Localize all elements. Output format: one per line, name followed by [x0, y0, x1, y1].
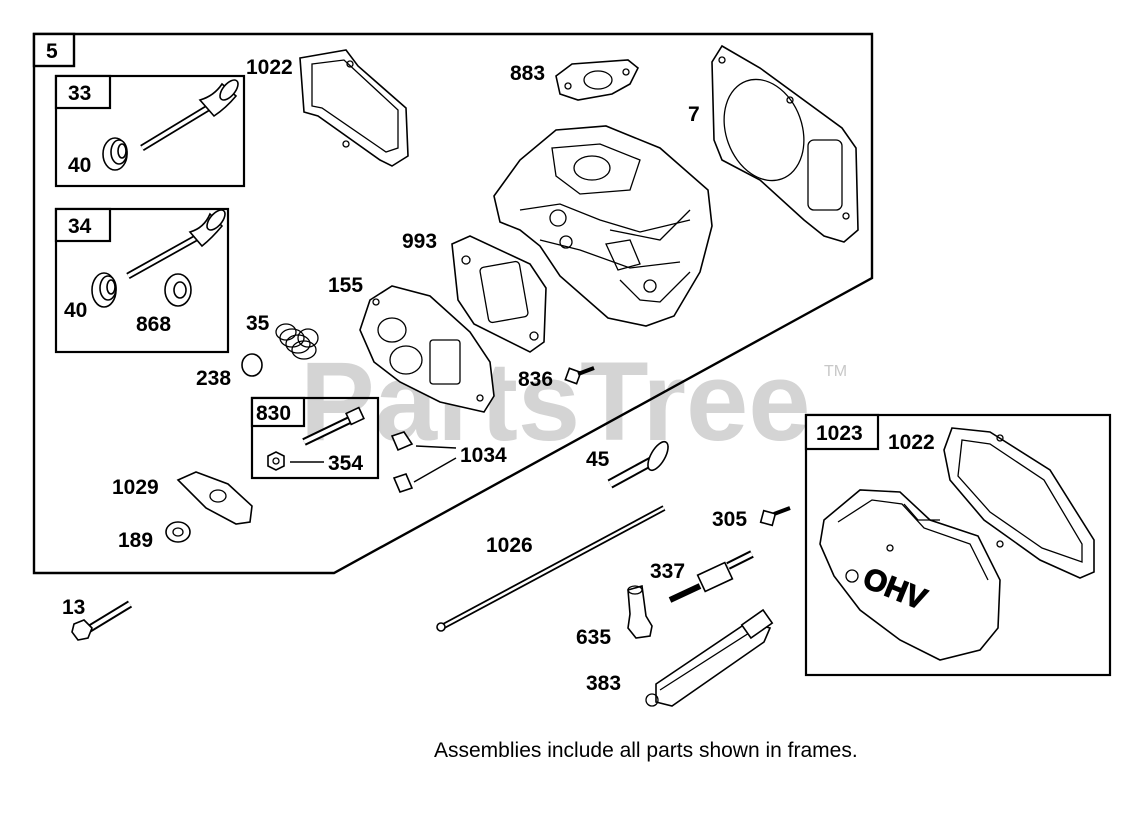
callout-337: 337: [650, 560, 685, 583]
cylinder-head-icon: [493, 125, 713, 327]
callout-13: 13: [62, 596, 85, 619]
callout-868: 868: [136, 313, 171, 336]
intake-gasket-icon: [555, 59, 640, 101]
callout-155: 155: [328, 274, 363, 297]
callout-635: 635: [576, 626, 611, 649]
nut-icon: [267, 451, 324, 471]
callout-883: 883: [510, 62, 545, 85]
callout-1022: 1022: [246, 56, 293, 79]
callout-1029: 1029: [112, 476, 159, 499]
frame-33: [54, 74, 246, 188]
frame-1023-label-box: [804, 413, 880, 451]
bolt-icon: [759, 506, 791, 527]
frame-1023-label: 1023: [816, 422, 863, 445]
push-rod-icon: [436, 505, 666, 632]
frame-34: [54, 207, 230, 354]
valve-cover-icon: OHV: [819, 489, 1001, 661]
frame-830-label-box: [250, 396, 306, 428]
frame-1023: [804, 413, 1112, 677]
callout-1026: 1026: [486, 534, 533, 557]
watermark-trademark: TM: [824, 363, 847, 380]
cover-gasket-icon: [943, 427, 1095, 579]
callout-383: 383: [586, 672, 621, 695]
bolt-icon: [71, 600, 133, 641]
gasket-icon: [299, 49, 409, 167]
callout-40: 40: [64, 299, 87, 322]
stud-icon: [302, 406, 365, 446]
clip-icon: [390, 431, 457, 493]
spring-icon: [275, 323, 319, 360]
wrench-icon: [645, 608, 774, 707]
spark-plug-icon: [668, 550, 754, 603]
callout-189: 189: [118, 529, 153, 552]
breather-cover-icon: [359, 285, 495, 413]
breather-gasket-icon: [451, 235, 547, 353]
callout-45: 45: [586, 448, 610, 471]
assembly-note: Assemblies include all parts shown in fr…: [434, 739, 858, 762]
callout-35: 35: [246, 312, 270, 335]
rocker-arm-icon: [176, 471, 253, 525]
valve-intake-icon: [126, 209, 226, 280]
callout-1034: 1034: [460, 444, 507, 467]
frame-5: [32, 32, 874, 575]
callout-40: 40: [68, 154, 91, 177]
valve-exhaust-icon: [140, 79, 239, 151]
callout-993: 993: [402, 230, 437, 253]
frame-33-label-box: [54, 74, 112, 110]
guide-plate-icon: [607, 440, 669, 489]
valve-seal-icon: [102, 137, 128, 171]
frame-830-label: 830: [256, 402, 291, 425]
callout-305: 305: [712, 508, 747, 531]
frame-5-label: 5: [46, 40, 58, 63]
callout-7: 7: [688, 103, 700, 126]
frame-34-label-box: [54, 207, 112, 243]
spark-boot-icon: [627, 584, 653, 639]
screw-icon: [564, 366, 595, 385]
frame-33-label: 33: [68, 82, 91, 105]
head-gasket-icon: [711, 44, 859, 243]
washer-icon: [164, 273, 192, 307]
callout-836: 836: [518, 368, 553, 391]
callout-354: 354: [328, 452, 363, 475]
adjust-nut-icon: [165, 521, 191, 543]
valve-seal-icon: [91, 272, 117, 308]
frame-5-label-box: [32, 32, 76, 68]
callout-1022: 1022: [888, 431, 935, 454]
frame-34-label: 34: [68, 215, 92, 238]
frame-830: [250, 396, 380, 480]
disc-icon: [241, 353, 263, 377]
callout-238: 238: [196, 367, 231, 390]
